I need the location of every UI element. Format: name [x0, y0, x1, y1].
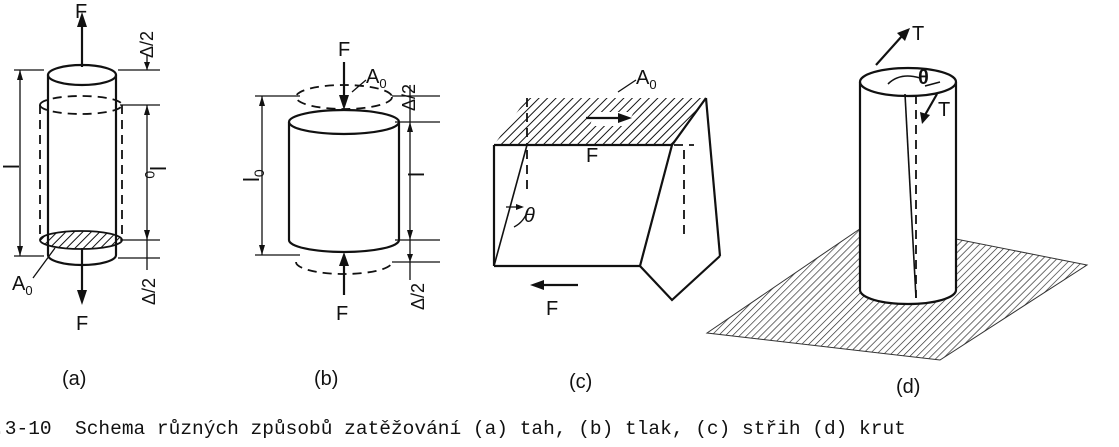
delta-label-bottom: Δ/2 — [408, 283, 428, 310]
dim-arrow — [259, 245, 265, 255]
force-label-top: F — [75, 1, 87, 23]
arrowhead-up — [339, 252, 349, 266]
area-label: A0 — [366, 66, 387, 91]
caption-a: (a) — [62, 368, 86, 390]
area-leader — [32, 247, 56, 279]
dim-arrow — [17, 70, 23, 80]
right-slanted-edge — [638, 144, 674, 267]
torque-arrow-top — [875, 35, 903, 66]
cross-section-area — [39, 230, 123, 250]
delta-label-top: Δ/2 — [399, 84, 419, 111]
force-label-bottom: F — [546, 298, 558, 320]
sheared-edge — [493, 144, 528, 267]
original-top-dashed-front — [39, 104, 123, 115]
panel-c-shear: F A0 θ F (c) — [492, 67, 722, 393]
arrowhead-torque-side — [920, 112, 930, 124]
arrowhead-right — [618, 113, 632, 123]
cylinder-top-ellipse — [287, 108, 401, 136]
angle-arrow — [516, 204, 524, 210]
arrowhead-torque-top — [897, 28, 910, 41]
angle-mark — [924, 81, 941, 87]
dim-arrow — [407, 122, 413, 132]
angle-label: θ — [524, 205, 535, 227]
area-leader — [617, 79, 637, 93]
force-label-top: F — [586, 145, 598, 167]
angle-arc — [513, 209, 529, 228]
dim-arrow — [407, 254, 413, 262]
arrowhead-left — [530, 280, 544, 290]
force-label-bottom: F — [76, 313, 88, 335]
caption-b: (b) — [314, 368, 338, 390]
caption-c: (c) — [569, 371, 592, 393]
angle-arc — [887, 75, 921, 85]
dim-arrow — [17, 246, 23, 256]
cylinder-top-ellipse — [46, 63, 118, 87]
cylinder-fill — [860, 82, 956, 304]
area-label: A0 — [12, 273, 33, 298]
figure-caption: Obr.3-10 Schema různých způsobů zatěžová… — [0, 418, 906, 440]
original-length-label: l0 — [142, 166, 170, 179]
delta-label-bottom: Δ/2 — [139, 278, 159, 305]
arrowhead-down — [339, 95, 349, 110]
dim-arrow — [144, 230, 150, 240]
original-top-dashed — [39, 95, 123, 106]
delta-label-top: Δ/2 — [137, 31, 157, 58]
cylinder-bottom-front — [287, 239, 401, 254]
dim-arrow — [259, 96, 265, 106]
length-label: l — [403, 172, 428, 177]
arrowhead-up — [77, 12, 87, 27]
panel-a-tension: F F A0 l l0 — [0, 1, 170, 390]
dim-arrow — [407, 230, 413, 240]
panel-b-compression: F A0 F l0 l Δ/2 — [239, 39, 440, 390]
arrowhead-down — [77, 290, 87, 305]
force-label-bottom: F — [336, 303, 348, 325]
cylinder-bottom-front — [858, 289, 958, 306]
area-label: A0 — [636, 67, 657, 92]
caption-d: (d) — [896, 376, 920, 398]
dim-arrow — [144, 62, 150, 70]
torque-arrow-side — [924, 93, 938, 116]
force-label-top: F — [338, 39, 350, 61]
right-back-edge — [704, 97, 722, 257]
panel-d-torsion: T θ T (d) — [705, 23, 1089, 398]
torque-label-side: T — [938, 99, 950, 121]
torque-label-top: T — [912, 23, 924, 45]
right-face-bottom — [639, 255, 721, 302]
original-length-label: l0 — [239, 169, 267, 182]
twisted-line — [904, 93, 917, 299]
length-label: l — [0, 164, 24, 169]
dim-arrow — [144, 105, 150, 115]
angle-label: θ — [918, 67, 929, 89]
